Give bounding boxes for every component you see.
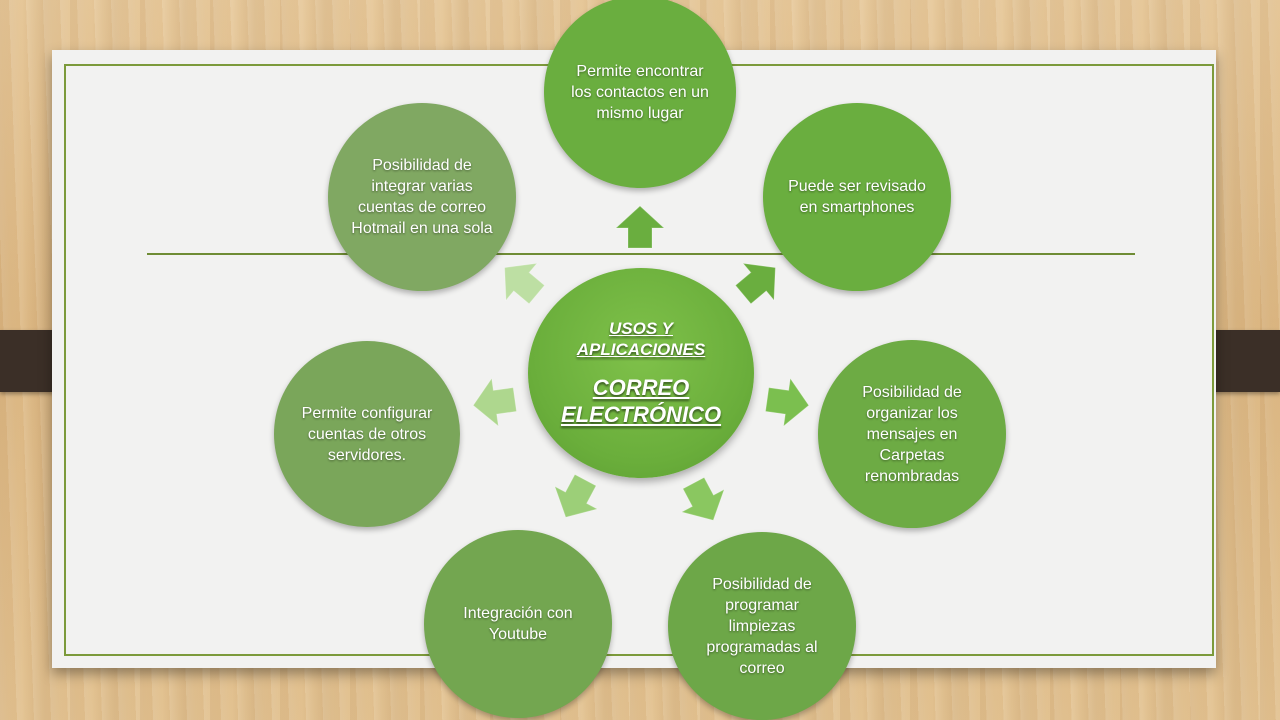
center-title: USOS Y APLICACIONES xyxy=(576,319,706,359)
node-smartphones-text: Puede ser revisado en smartphones xyxy=(788,178,926,216)
node-other-servers: Permite configurar cuentas de otros serv… xyxy=(274,341,460,527)
node-folders: Posibilidad de organizar los mensajes en… xyxy=(818,340,1006,528)
arrow-right xyxy=(764,377,810,428)
node-contacts: Permite encontrar los contactos en un mi… xyxy=(544,0,736,188)
node-cleanup: Posibilidad de programar limpiezas progr… xyxy=(668,532,856,720)
node-hotmail-accounts-text: Posibilidad de integrar varias cuentas d… xyxy=(351,157,493,237)
horizontal-rule xyxy=(147,253,1135,255)
node-hotmail-accounts: Posibilidad de integrar varias cuentas d… xyxy=(328,103,516,291)
center-subtitle: CORREO ELECTRÓNICO xyxy=(560,375,722,427)
node-youtube-text: Integración con Youtube xyxy=(463,605,573,643)
node-youtube: Integración con Youtube xyxy=(424,530,612,718)
node-smartphones: Puede ser revisado en smartphones xyxy=(763,103,951,291)
arrow-left xyxy=(472,377,518,428)
node-cleanup-text: Posibilidad de programar limpiezas progr… xyxy=(706,575,818,677)
arrow-lower-left xyxy=(553,473,599,518)
center-circle: USOS Y APLICACIONES CORREO ELECTRÓNICO xyxy=(528,268,754,478)
node-folders-text: Posibilidad de organizar los mensajes en… xyxy=(862,383,962,485)
arrow-lower-right xyxy=(680,476,726,521)
arrow-upper-right xyxy=(734,262,776,305)
arrow-up xyxy=(614,205,666,249)
arrow-upper-left xyxy=(504,262,546,305)
node-other-servers-text: Permite configurar cuentas de otros serv… xyxy=(301,404,433,464)
node-contacts-text: Permite encontrar los contactos en un mi… xyxy=(571,62,709,122)
